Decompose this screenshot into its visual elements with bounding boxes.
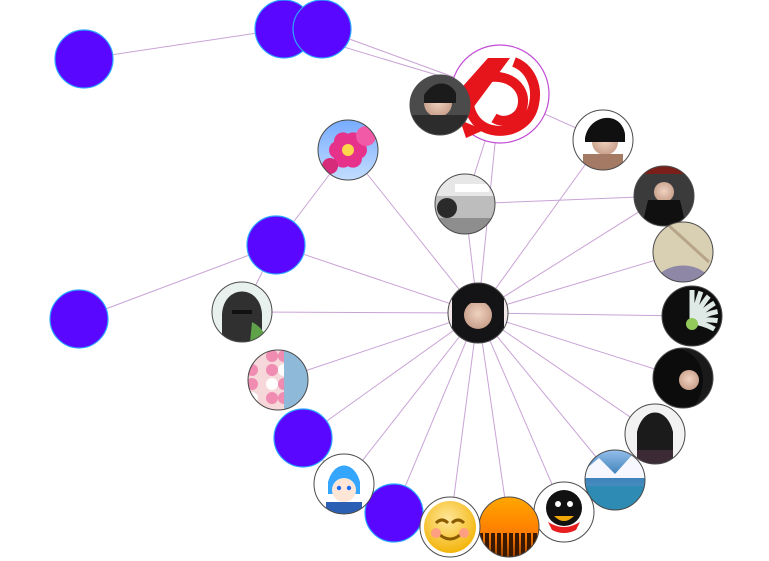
blue-node[interactable] bbox=[54, 29, 114, 89]
edge bbox=[477, 312, 616, 481]
edge bbox=[449, 312, 479, 528]
avatar-right-2[interactable] bbox=[643, 212, 723, 292]
nodes bbox=[49, 0, 732, 561]
edge bbox=[302, 312, 479, 439]
blue-node[interactable] bbox=[364, 483, 424, 543]
edge bbox=[477, 139, 604, 314]
edge bbox=[83, 28, 285, 60]
edge bbox=[277, 312, 479, 381]
edge bbox=[477, 312, 693, 317]
avatar-bottom-2[interactable] bbox=[410, 487, 490, 561]
avatar-bottom-1[interactable] bbox=[469, 487, 549, 561]
edge bbox=[343, 312, 479, 485]
avatar-top-right[interactable] bbox=[563, 100, 643, 180]
avatar-right-3[interactable] bbox=[652, 276, 732, 356]
avatar-left-2[interactable] bbox=[238, 340, 318, 420]
blue-node[interactable] bbox=[292, 0, 352, 59]
blue-node[interactable] bbox=[49, 289, 109, 349]
avatar-center[interactable] bbox=[438, 273, 518, 353]
edge bbox=[477, 312, 565, 513]
blue-node[interactable] bbox=[246, 215, 306, 275]
edge bbox=[393, 312, 479, 514]
edge bbox=[275, 244, 479, 314]
avatar-bottom-3[interactable] bbox=[304, 444, 384, 524]
edge bbox=[477, 312, 510, 528]
avatar-top-left[interactable] bbox=[400, 65, 480, 145]
edge bbox=[241, 311, 479, 314]
avatar-right-4[interactable] bbox=[643, 338, 723, 418]
edge bbox=[477, 312, 684, 379]
avatar-flower[interactable] bbox=[308, 110, 388, 190]
avatar-left-1[interactable] bbox=[202, 272, 282, 352]
avatar-mid[interactable] bbox=[425, 164, 505, 244]
edges bbox=[78, 28, 693, 528]
blue-node[interactable] bbox=[273, 408, 333, 468]
edge bbox=[347, 149, 479, 314]
edge bbox=[477, 195, 665, 314]
edge bbox=[78, 244, 277, 320]
avatar-right-6[interactable] bbox=[575, 440, 655, 520]
avatar-right-5[interactable] bbox=[615, 394, 695, 474]
avatar-right-1[interactable] bbox=[624, 156, 704, 236]
edge bbox=[477, 312, 656, 435]
edge bbox=[464, 195, 665, 205]
avatar-right-7[interactable] bbox=[524, 472, 604, 552]
edge bbox=[477, 251, 684, 314]
